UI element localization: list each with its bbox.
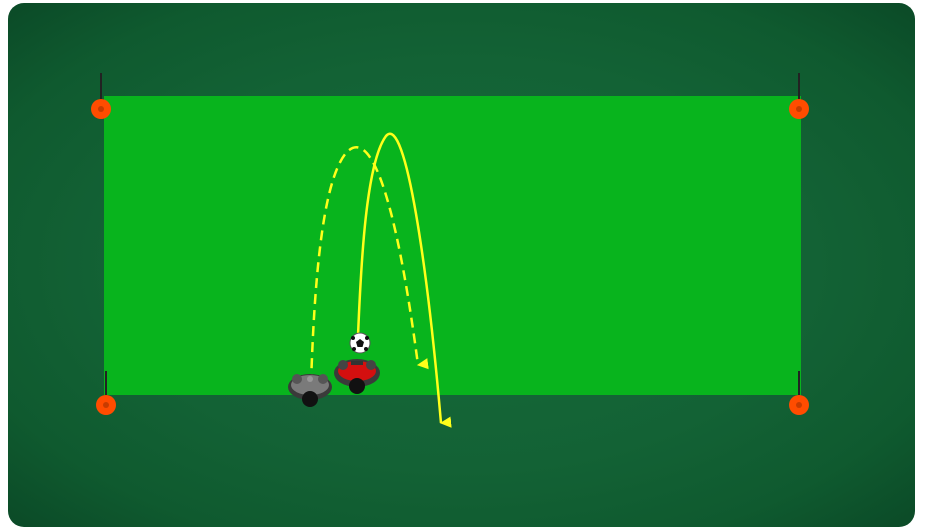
soccer-ball-icon <box>350 333 370 353</box>
drill-diagram <box>8 3 915 527</box>
drill-diagram-canvas <box>8 3 915 527</box>
pitch-area <box>104 96 801 395</box>
player-grey-icon <box>288 374 332 407</box>
